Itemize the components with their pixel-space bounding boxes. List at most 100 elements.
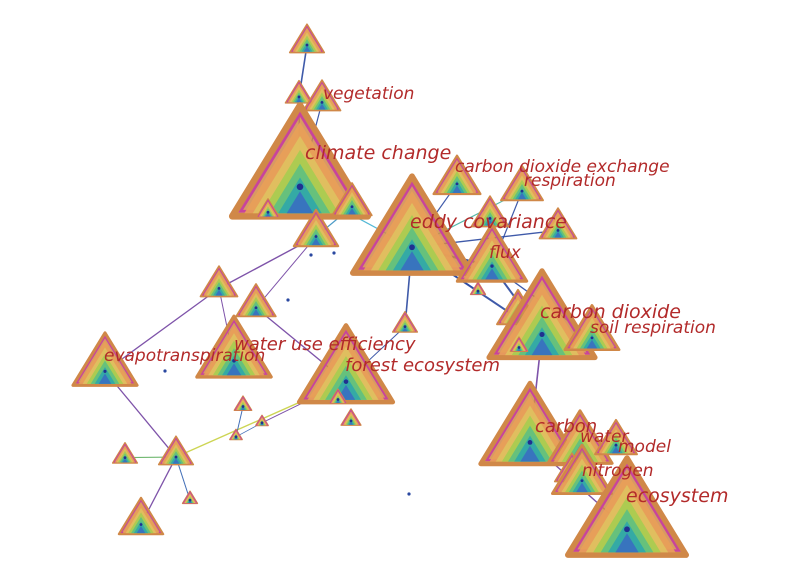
- node-band: [241, 407, 245, 410]
- label-soil-respiration: soil respiration: [590, 318, 716, 338]
- node-center-dot: [349, 419, 353, 423]
- label-carbon-dioxide: carbon dioxide: [540, 301, 681, 323]
- n-s4-node[interactable]: [229, 428, 243, 441]
- n-bl-a-node[interactable]: [111, 442, 139, 464]
- node-band: [520, 445, 540, 462]
- node-band: [452, 185, 462, 193]
- node-center-dot: [254, 306, 258, 310]
- n-model-node[interactable]: [594, 418, 638, 456]
- n-eddy-covariance-node[interactable]: [349, 173, 475, 276]
- n-ecosystem-node[interactable]: [564, 455, 690, 558]
- node-band: [554, 231, 562, 238]
- node-band: [402, 327, 408, 332]
- label-ecosystem: ecosystem: [626, 485, 728, 507]
- node-center-dot: [539, 331, 545, 338]
- node-center-dot: [266, 210, 270, 214]
- n-cc-right-node[interactable]: [331, 182, 373, 217]
- node-band: [303, 46, 311, 52]
- node-band: [517, 192, 527, 200]
- n-s2-node[interactable]: [255, 414, 269, 427]
- n-flux-node[interactable]: [455, 222, 529, 283]
- node-center-dot: [624, 526, 630, 533]
- n-soil-respiration-node[interactable]: [563, 304, 621, 352]
- label-water: water: [580, 427, 629, 447]
- n-bl-small-node[interactable]: [181, 490, 199, 505]
- n-wue-node[interactable]: [195, 314, 273, 379]
- node-band: [348, 208, 356, 215]
- node-center-dot: [517, 346, 521, 349]
- n-left-a-node[interactable]: [199, 265, 239, 298]
- n-fe-small-node[interactable]: [328, 388, 348, 405]
- n-s3-node[interactable]: [340, 408, 362, 426]
- node-band: [252, 309, 260, 316]
- node-center-dot: [174, 455, 178, 459]
- node-band: [336, 400, 340, 403]
- node-center-dot: [305, 43, 309, 47]
- junction-dot: [163, 369, 167, 373]
- n-vegetation-node[interactable]: [302, 79, 342, 112]
- node-center-dot: [320, 101, 324, 104]
- node-center-dot: [260, 421, 264, 425]
- node-band: [586, 339, 598, 349]
- junction-dot: [407, 492, 411, 496]
- n-right-small-node[interactable]: [538, 207, 578, 240]
- n-evapotranspiration-node[interactable]: [71, 331, 139, 387]
- junction-dot: [332, 251, 336, 255]
- n-carbon-dioxide-node[interactable]: [486, 268, 598, 361]
- node-band: [476, 291, 480, 295]
- node-center-dot: [409, 244, 415, 251]
- node-center-dot: [556, 229, 560, 232]
- n-cc-small-node[interactable]: [256, 198, 280, 218]
- node-band: [234, 437, 238, 440]
- node-center-dot: [139, 523, 143, 526]
- n-left-b-node[interactable]: [235, 283, 277, 318]
- node-band: [296, 97, 302, 103]
- node-center-dot: [590, 336, 594, 340]
- node-band: [611, 446, 621, 454]
- label-evapotranspiration: evapotranspiration: [104, 346, 265, 366]
- node-center-dot: [455, 182, 459, 186]
- edge-left-a-to-evapotranspiration: [104, 287, 220, 372]
- node-center-dot: [527, 440, 533, 445]
- label-climate-change: climate change: [305, 142, 451, 164]
- label-forest-ecosystem: forest ecosystem: [345, 355, 500, 376]
- n-bl-b-node[interactable]: [157, 435, 195, 466]
- node-center-dot: [580, 479, 584, 483]
- n-forest-ecosystem-node[interactable]: [296, 323, 396, 405]
- n-s1-node[interactable]: [233, 395, 253, 412]
- n-water-node[interactable]: [546, 409, 614, 465]
- n-cde-node[interactable]: [432, 154, 482, 196]
- n-bottom-node[interactable]: [117, 496, 165, 536]
- node-center-dot: [232, 359, 236, 363]
- node-center-dot: [296, 183, 304, 191]
- node-center-dot: [217, 287, 221, 290]
- n-flux-small-node[interactable]: [469, 281, 487, 296]
- n-eco-a-node[interactable]: [550, 443, 614, 495]
- n-carbon-node[interactable]: [478, 380, 582, 467]
- node-center-dot: [520, 189, 524, 193]
- node-center-dot: [614, 443, 618, 447]
- edge-mid-to-left-b: [255, 236, 317, 309]
- n-resp-node[interactable]: [500, 164, 544, 202]
- n-climate-change-node[interactable]: [228, 102, 372, 220]
- n-mid-node[interactable]: [292, 208, 340, 248]
- n-mid-small-node[interactable]: [391, 311, 419, 333]
- label-carbon-dioxide-exchange: carbon dioxide exchange: [455, 157, 670, 177]
- node-center-dot: [476, 289, 480, 293]
- node-band: [531, 338, 553, 356]
- label-vegetation: vegetation: [323, 84, 414, 104]
- n-veg-a-node[interactable]: [284, 79, 314, 104]
- node-band: [136, 525, 146, 534]
- node-band: [400, 251, 424, 271]
- node-band: [311, 237, 321, 246]
- label-eddy-covariance: eddy covariance: [410, 211, 567, 233]
- n-cd-small-node[interactable]: [509, 336, 529, 353]
- node-center-dot: [188, 498, 192, 502]
- n-top-node[interactable]: [288, 23, 326, 54]
- node-band: [122, 458, 128, 463]
- node-band: [188, 500, 192, 504]
- network-nodes: [71, 23, 690, 558]
- node-band: [349, 421, 353, 425]
